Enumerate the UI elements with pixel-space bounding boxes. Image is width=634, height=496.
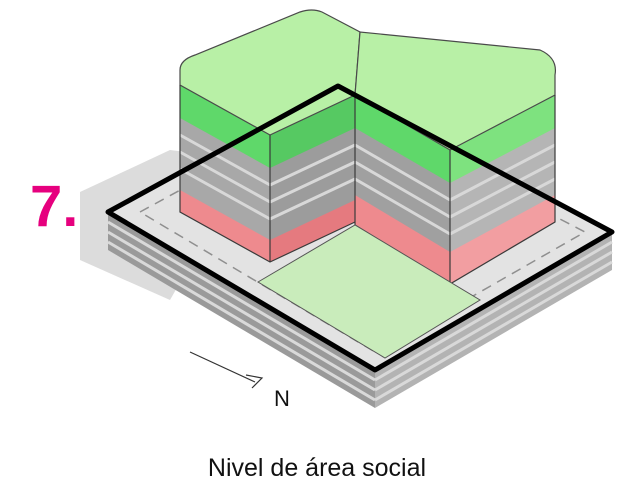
site-boundary [105,83,615,373]
red-band-notch-left [270,200,355,262]
step-number: 7. [30,174,79,239]
green-band-left [180,85,270,168]
green-band-notch-right [355,95,450,183]
caption: Nivel de área social [207,454,427,482]
red-band-right [450,195,555,284]
north-arrow [189,351,264,389]
roof [179,9,361,136]
north-label: N [274,386,290,411]
red-band-notch-right [355,195,450,284]
red-band-left [180,190,270,262]
green-band-notch-left [270,95,355,168]
courtyard [257,224,481,359]
